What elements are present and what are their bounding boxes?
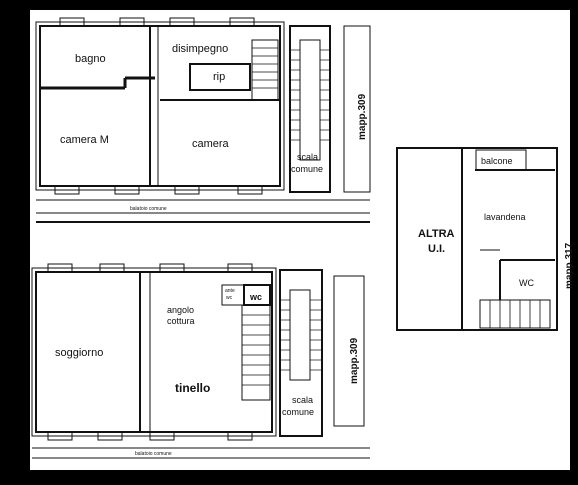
room-label-balcone: balcone xyxy=(481,156,513,166)
room-label-angolo: angolo xyxy=(167,305,194,315)
room-label-bagno: bagno xyxy=(75,53,106,65)
bottom-common-stair xyxy=(279,269,365,437)
room-label-rip: rip xyxy=(213,71,225,83)
room-label-lavanderia: lavandena xyxy=(484,212,526,222)
room-label-soggiorno: soggiorno xyxy=(55,347,103,359)
mapp-label-bottom: mapp.309 xyxy=(349,337,360,384)
room-label-camera-m: camera M xyxy=(60,134,109,146)
small-label-ante: ante xyxy=(225,288,235,294)
stair-label-top-1: scala xyxy=(297,152,318,162)
room-label-tinello: tinello xyxy=(175,381,210,395)
room-label-camera: camera xyxy=(192,138,230,150)
room-label-cottura: cottura xyxy=(167,316,195,326)
mapp-label-right: mapp.317 xyxy=(564,242,575,289)
balcony-label-bottom: balatoio comune xyxy=(135,451,172,457)
right-plan xyxy=(396,147,558,331)
stair-label-top-2: comune xyxy=(291,164,323,174)
top-common-stair xyxy=(289,25,371,193)
room-label-ui: U.I. xyxy=(428,243,445,255)
room-label-altra: ALTRA xyxy=(418,228,455,240)
small-label-wc: wc xyxy=(226,295,233,301)
bottom-plan xyxy=(31,263,370,459)
top-plan xyxy=(35,17,370,223)
stair-label-bottom-2: comune xyxy=(282,407,314,417)
balcony-label-top: balatoio comune xyxy=(130,206,167,212)
mapp-label-top: mapp.309 xyxy=(357,93,368,140)
room-label-wc-right: WC xyxy=(519,278,534,288)
room-label-disimpegno: disimpegno xyxy=(172,43,228,55)
stair-label-bottom-1: scala xyxy=(292,395,313,405)
room-label-wc-small: wc xyxy=(249,292,262,302)
